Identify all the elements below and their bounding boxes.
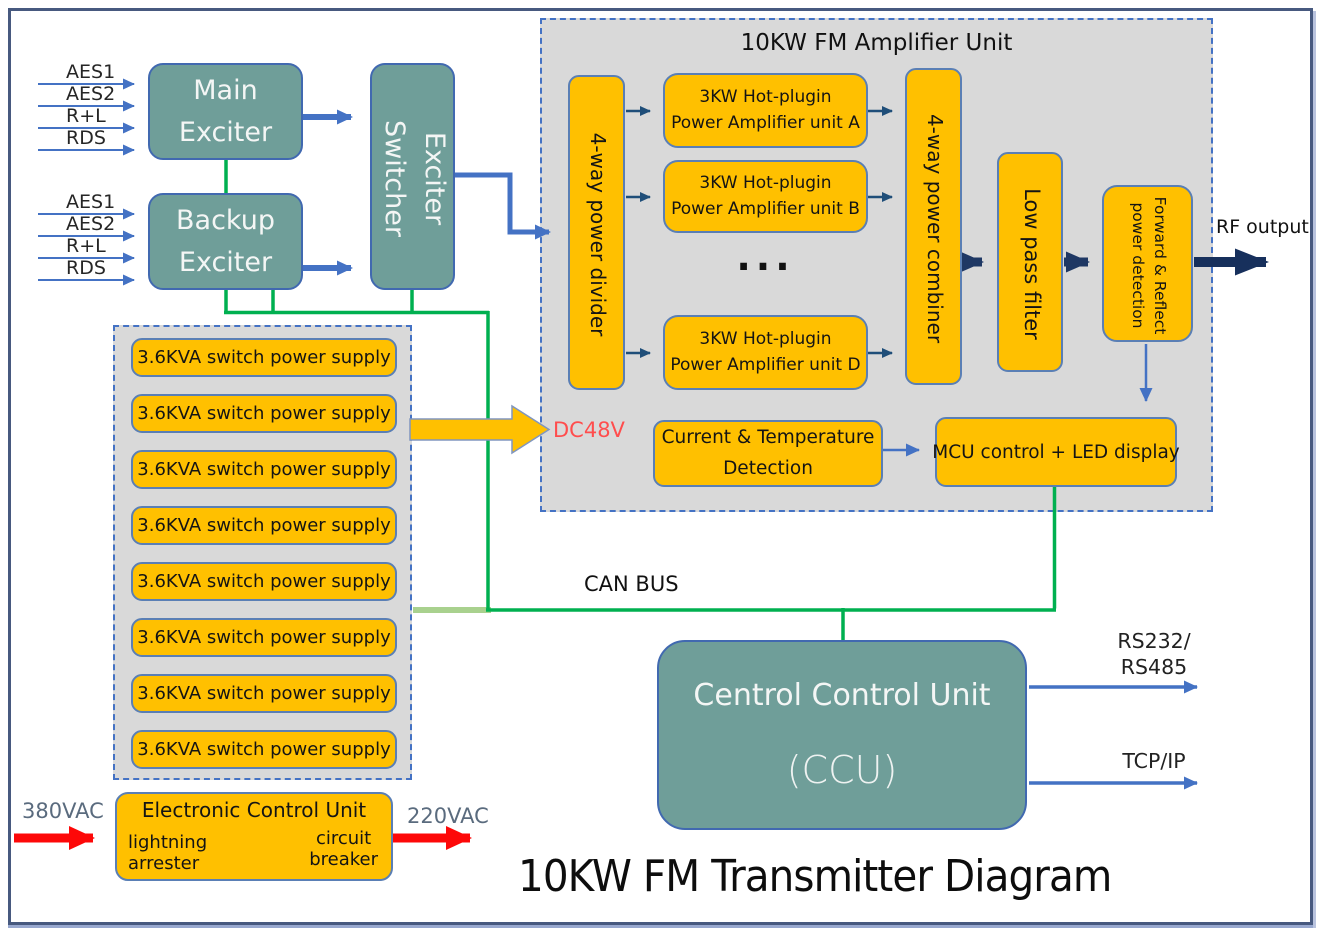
psu-box-3: 3.6KVA switch power supply [131, 450, 397, 489]
main-exciter-line2: Exciter [178, 116, 273, 148]
ecu-title: Electronic Control Unit [141, 798, 367, 822]
psu-box-5: 3.6KVA switch power supply [131, 562, 397, 601]
input-label-rl-backup: R+L [66, 235, 106, 257]
power-divider-box: 4-way power divider [568, 75, 625, 390]
main-exciter-box: Main Exciter [148, 63, 303, 160]
amp-unit-a-line1: 3KW Hot-plugin [699, 87, 832, 107]
amp-unit-d-box: 3KW Hot-plugin Power Amplifier unit D [663, 315, 868, 390]
power-detection-line2: power detection [1129, 202, 1148, 329]
ccu-box: Centrol Control Unit (CCU) [657, 640, 1027, 830]
power-detection-box: Forward & Reflect power detection [1102, 185, 1193, 342]
amp-stage-arrows [626, 106, 893, 358]
current-temp-line2: Detection [723, 457, 813, 479]
low-pass-filter-label: Low pass filter [1020, 188, 1044, 340]
input-label-rds-main: RDS [66, 127, 106, 149]
page-border [8, 8, 1313, 925]
current-temp-line1: Current & Temperature [661, 427, 875, 449]
input-label-aes2-main: AES2 [66, 83, 116, 105]
ecu-lightning-arrester-label: lightning arrester [128, 832, 208, 874]
exciter-switcher-line1: Exciter [419, 131, 451, 226]
psu-box-7: 3.6KVA switch power supply [131, 674, 397, 713]
power-combiner-box: 4-way power combiner [905, 68, 962, 385]
amp-unit-a-line2: Power Amplifier unit A [671, 113, 860, 133]
mains-input-label: 380VAC [22, 799, 104, 823]
rs232-line2: RS485 [1120, 655, 1188, 679]
tcpip-label: TCP/IP [1122, 749, 1186, 773]
backup-exciter-box: Backup Exciter [148, 193, 303, 290]
exciter-switcher-box: Exciter Switcher [370, 63, 455, 290]
amp-unit-a-box: 3KW Hot-plugin Power Amplifier unit A [663, 73, 868, 148]
dc48v-block-arrow [409, 404, 551, 455]
can-bus-lines [224, 160, 1057, 641]
amp-unit-d-line1: 3KW Hot-plugin [699, 329, 832, 349]
input-label-rds-backup: RDS [66, 257, 106, 279]
dc48v-label: DC48V [553, 418, 625, 442]
backup-exciter-line1: Backup [176, 205, 275, 237]
amp-units-ellipsis: ... [736, 235, 795, 279]
rs232-label: RS232/ RS485 [1098, 628, 1210, 680]
ecu-box: Electronic Control Unit lightning arrest… [115, 792, 393, 881]
amp-unit-b-line1: 3KW Hot-plugin [699, 173, 832, 194]
amp-unit-d-line2: Power Amplifier unit D [670, 355, 861, 375]
main-exciter-line1: Main [193, 75, 258, 107]
current-temp-detection-box: Current & Temperature Detection [653, 420, 883, 487]
page-title: 10KW FM Transmitter Diagram [518, 851, 1112, 902]
rf-output-label: RF output [1216, 216, 1309, 238]
low-pass-filter-box: Low pass filter [997, 152, 1063, 372]
amplifier-unit-title: 10KW FM Amplifier Unit [740, 30, 1013, 56]
psu-box-8: 3.6KVA switch power supply [131, 730, 397, 769]
input-label-rl-main: R+L [66, 105, 106, 127]
ccu-line1: Centrol Control Unit [693, 677, 991, 713]
ccu-line2: (CCU) [786, 748, 898, 793]
power-combiner-label: 4-way power combiner [923, 113, 948, 344]
switcher-to-divider-arrow [455, 172, 551, 240]
input-label-aes2-backup: AES2 [66, 213, 116, 235]
mcu-display-box: MCU control + LED display [932, 417, 1180, 487]
psu-box-4: 3.6KVA switch power supply [131, 506, 397, 545]
amp-unit-b-line2: Power Amplifier unit B [671, 198, 860, 219]
input-label-aes1-main: AES1 [66, 61, 116, 83]
exciter-switcher-line2: Switcher [379, 120, 411, 237]
amp-unit-b-box: 3KW Hot-plugin Power Amplifier unit B [663, 160, 868, 233]
power-divider-label: 4-way power divider [586, 132, 611, 337]
input-label-aes1-backup: AES1 [66, 191, 116, 213]
psu-box-2: 3.6KVA switch power supply [131, 394, 397, 433]
psu-box-6: 3.6KVA switch power supply [131, 618, 397, 657]
can-bus-label: CAN BUS [584, 572, 679, 596]
mains-output-label: 220VAC [407, 804, 489, 828]
psu-box-1: 3.6KVA switch power supply [131, 338, 397, 377]
backup-exciter-line2: Exciter [178, 246, 273, 278]
audio-input-arrows-main [38, 78, 135, 156]
ecu-circuit-breaker-label: circuit breaker [309, 828, 378, 870]
rs232-line1: RS232/ [1117, 629, 1191, 653]
power-detection-line1: Forward & Reflect [1151, 196, 1170, 335]
audio-input-arrows-backup [38, 208, 135, 286]
